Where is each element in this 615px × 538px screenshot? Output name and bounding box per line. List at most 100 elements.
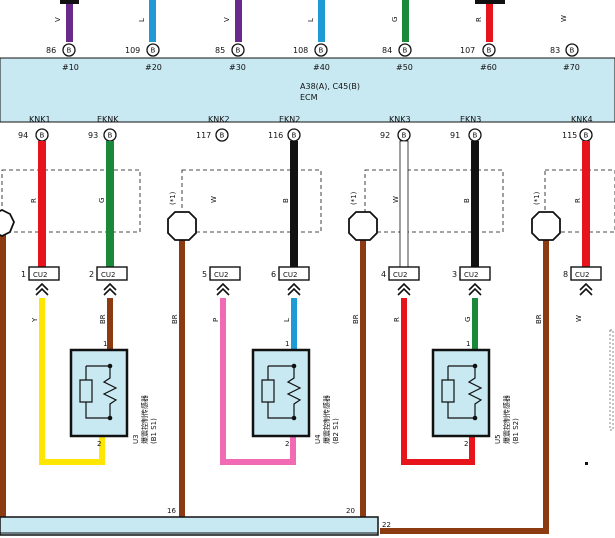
connector-circle	[231, 43, 245, 57]
ground-pin: 22	[382, 521, 391, 529]
pin-number: 94	[18, 131, 28, 140]
hash-label: #20	[145, 63, 162, 72]
sensor-wire-red	[401, 298, 475, 465]
cu2-pin: 4	[381, 270, 386, 279]
sensor-name: 爆震控制传感器	[322, 395, 331, 444]
cu2-box	[96, 266, 128, 281]
chevron-icon	[216, 282, 230, 296]
sensor-internal-wiring	[79, 365, 118, 419]
wire-code: G	[98, 198, 106, 203]
ecm-block: #10 #20 #30 #40 #50 #60 #70 A38(A), C45(…	[0, 57, 615, 123]
sensor-u4: 1 2 U4 爆震控制传感器 (B2 S1)	[251, 340, 340, 448]
connector-letter: B	[402, 132, 407, 140]
connector-circle	[215, 128, 229, 142]
shield-mark: (*1)	[533, 191, 541, 205]
ground-pin: 20	[346, 507, 355, 515]
chevron-icon	[579, 282, 593, 296]
wire-code: L	[307, 18, 315, 22]
connector-circle	[482, 43, 496, 57]
shield-ground-octagon	[0, 208, 15, 238]
wire-code: BR	[171, 314, 179, 324]
sensor-wires	[39, 298, 478, 465]
wire-knk4	[582, 141, 590, 267]
pin-number: 109	[125, 46, 140, 55]
top-wire-108	[318, 0, 325, 42]
ground-pin: 16	[167, 507, 176, 515]
connector-letter: B	[220, 132, 225, 140]
wire-code: P	[212, 318, 220, 322]
connector-circle	[565, 43, 579, 57]
terminal-name: EKN3	[460, 115, 481, 124]
chevrons	[35, 282, 593, 296]
wire-code: BR	[99, 314, 107, 324]
edge-mark	[609, 329, 614, 431]
wire-code: G	[391, 17, 399, 22]
junction-dot	[472, 363, 478, 369]
ground-wire	[380, 240, 549, 534]
connector-letter: B	[67, 47, 72, 55]
top-wire-86	[66, 0, 73, 42]
sensor-id: U4	[314, 434, 322, 444]
cu2-label: CU2	[283, 271, 297, 279]
terminal-name: KNK2	[208, 115, 230, 124]
sensor-u5: 1 2 U5 爆震控制传感器 (B1 S2)	[431, 340, 520, 448]
connector-letter: B	[584, 132, 589, 140]
terminal-name: KNK4	[571, 115, 593, 124]
pin-number: 83	[550, 46, 560, 55]
cu2-label: CU2	[101, 271, 115, 279]
cu2-label: CU2	[575, 271, 589, 279]
sensor-wire-yellow	[39, 298, 105, 465]
wire-knk1	[38, 141, 46, 267]
wire-code: G	[464, 317, 472, 322]
pin-number: 86	[46, 46, 56, 55]
cu2-pin: 5	[202, 270, 207, 279]
shield-grounds	[0, 208, 561, 241]
connector-letter: B	[40, 132, 45, 140]
wire-code: BR	[535, 314, 543, 324]
ecm-body	[0, 57, 615, 123]
chevron-icon	[103, 282, 117, 296]
ecm-connector-ids: A38(A), C45(B)	[300, 82, 360, 91]
shield-ground-octagon	[167, 211, 197, 241]
pin-number: 108	[293, 46, 308, 55]
pin-number: 91	[450, 131, 460, 140]
connector-letter: B	[292, 132, 297, 140]
cu2-box	[278, 266, 310, 281]
wire-code: L	[283, 318, 291, 322]
cu2-pin: 3	[452, 270, 457, 279]
wire-code: R	[475, 17, 483, 22]
sensor-sub: (B1 S2)	[512, 418, 520, 444]
wire-code: Y	[31, 317, 39, 323]
junction-dot	[291, 363, 297, 369]
pin-number: 85	[215, 46, 225, 55]
cu2-box	[209, 266, 241, 281]
pin-number: 117	[196, 131, 211, 140]
pin-number: 84	[382, 46, 392, 55]
sensor-name: 爆震控制传感器	[502, 395, 511, 444]
ground-wires	[0, 232, 549, 534]
connector-letter: B	[236, 47, 241, 55]
connector-circle	[398, 43, 412, 57]
pin-number: 107	[460, 46, 475, 55]
sensor-sub: (B2 S1)	[332, 418, 340, 444]
connector-letter: B	[403, 47, 408, 55]
connector-letter: B	[570, 47, 575, 55]
top-connector-stub	[475, 0, 505, 4]
top-wire-84	[402, 0, 409, 42]
sensor-pin-top: 1	[285, 340, 289, 348]
cu2-box	[28, 266, 60, 281]
wire-ekn2	[290, 141, 298, 267]
pin-number: 116	[268, 131, 283, 140]
shield-mark: (*1)	[169, 191, 177, 205]
sensor-sub: (B1 S1)	[150, 418, 158, 444]
sensor-id: U3	[132, 434, 140, 444]
sensor-u3: 1 2 U3 爆震控制传感器 (B1 S1)	[69, 340, 158, 448]
cu2-label: CU2	[464, 271, 478, 279]
wire-code: W	[560, 15, 568, 22]
wire-code: R	[30, 198, 38, 203]
ground-bar	[0, 516, 379, 536]
top-wire-109	[149, 0, 156, 42]
shield-mark: (*1)	[350, 191, 358, 205]
edge-mark	[585, 462, 588, 465]
